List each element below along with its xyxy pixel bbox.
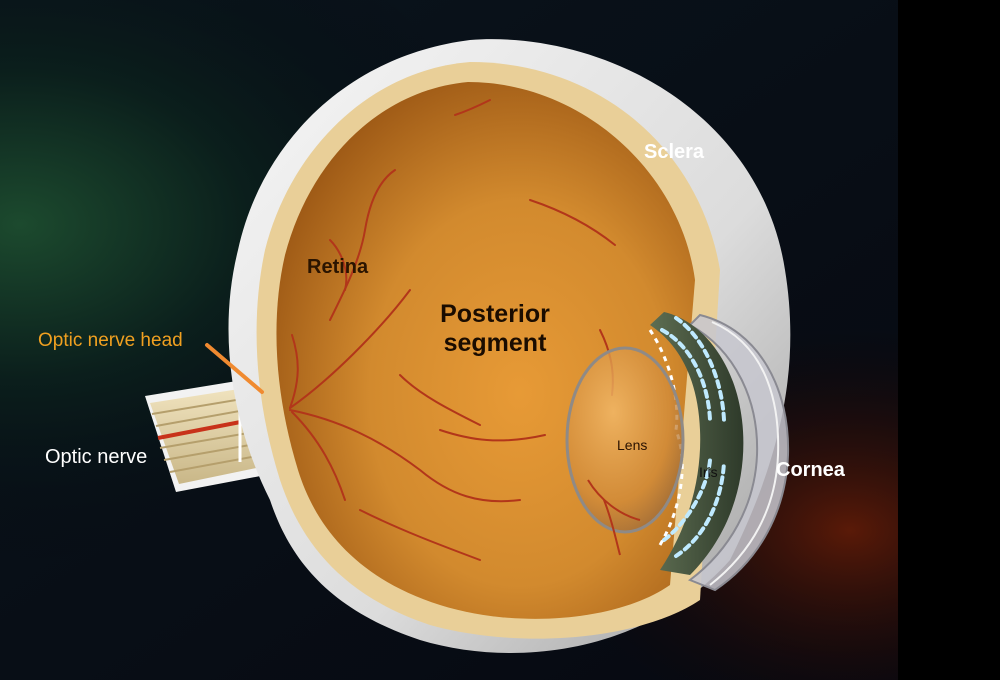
ciliary-dashes	[660, 316, 726, 558]
label-optic-nerve: Optic nerve	[45, 446, 148, 468]
optic-nerve-head-pointer	[205, 343, 264, 394]
label-iris: Iris	[699, 464, 718, 480]
lens-shape	[565, 346, 685, 534]
iris-shape	[650, 312, 744, 575]
label-lens: Lens	[617, 437, 648, 453]
label-sclera: Sclera	[644, 141, 705, 163]
label-optic-nerve-head: Optic nerve head	[38, 330, 183, 351]
blood-vessels	[289, 99, 616, 561]
label-retina: Retina	[307, 256, 369, 278]
label-posterior-segment: Posterior segment	[440, 300, 550, 357]
label-cornea: Cornea	[776, 459, 845, 481]
cornea-shape	[687, 313, 790, 592]
